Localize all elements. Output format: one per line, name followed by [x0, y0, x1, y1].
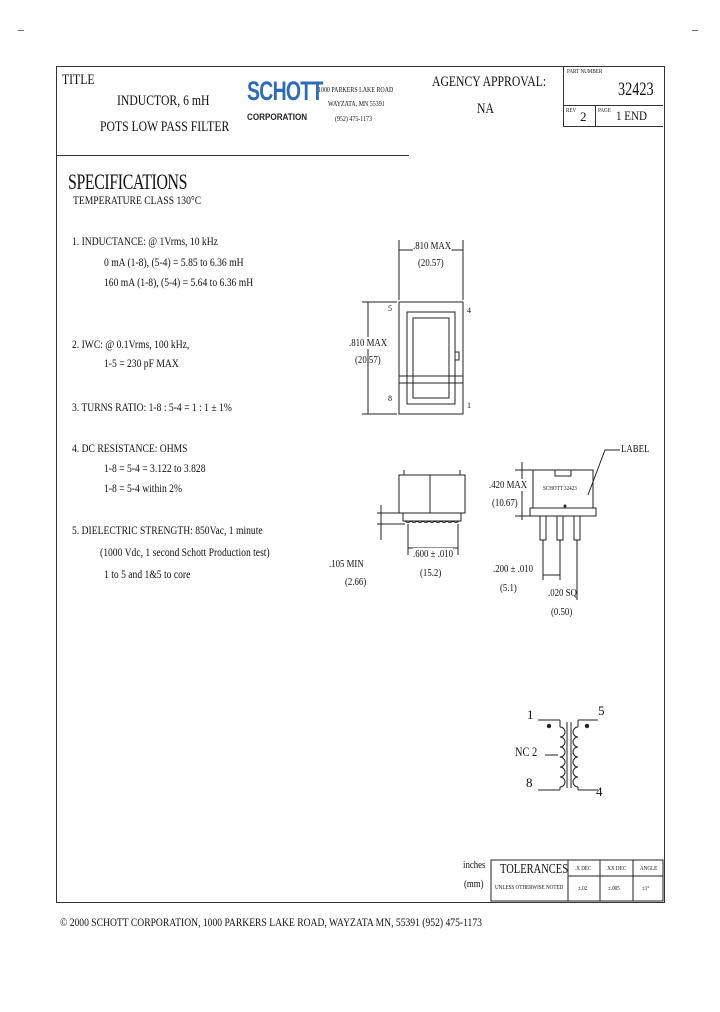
height-dim-mm: (20.57) — [355, 354, 381, 366]
drawing-frame — [56, 66, 665, 903]
pin-sq-dim: .020 SQ — [548, 587, 577, 599]
iwc-title: 2. IWC: @ 0.1Vrms, 100 kHz, — [72, 337, 190, 351]
standoff-dim: .105 MIN — [329, 558, 364, 570]
dot-pin-1 — [546, 723, 552, 729]
title-line-1: INDUCTOR, 6 mH — [117, 93, 210, 109]
inductance-line-1: 0 mA (1-8), (5-4) = 5.85 to 6.36 mH — [104, 255, 244, 269]
pin-span-dim: .600 ± .010 — [413, 548, 454, 560]
rev-page-divider — [595, 105, 596, 126]
top-view-body — [398, 301, 464, 415]
agency-value: NA — [477, 101, 494, 117]
rev-row-divider — [563, 105, 663, 106]
schematic-pin-5: 5 — [598, 703, 605, 718]
part-number-label: PART NUMBER — [567, 69, 603, 75]
specifications-heading: SPECIFICATIONS — [68, 169, 188, 194]
schematic-pin-1: 1 — [527, 707, 534, 722]
partno-divider — [563, 66, 564, 126]
pitch-mm: (5.1) — [500, 582, 517, 594]
page-label: PAGE — [598, 108, 611, 114]
address-line-2: WAYZATA, MN 55391 — [328, 100, 385, 108]
title-block-divider — [56, 155, 409, 156]
side-view — [377, 470, 466, 555]
address-line-3: (952) 475-1173 — [335, 115, 372, 123]
pin-c — [573, 515, 581, 541]
title-label: TITLE — [62, 72, 95, 88]
rev-value: 2 — [580, 109, 587, 124]
page-value: 1 END — [616, 108, 647, 123]
tolerances-title: TOLERANCES — [500, 862, 569, 877]
label-leader — [587, 449, 620, 496]
agency-label: AGENCY APPROVAL: — [432, 74, 547, 90]
pin-sq-mm: (0.50) — [551, 606, 573, 618]
label-text: SCHOTT 32423 — [543, 486, 577, 492]
pin-span-mm: (15.2) — [420, 567, 442, 579]
side-height-mm: (10.67) — [492, 497, 518, 509]
tol-col3-head: ANGLE — [640, 866, 658, 872]
top-pin-1: 1 — [467, 401, 471, 410]
dielectric-title: 5. DIELECTRIC STRENGTH: 850Vac, 1 minute — [72, 523, 263, 537]
rev-row-bottom — [563, 126, 663, 127]
secondary-coil — [572, 726, 579, 788]
schematic-diagram — [538, 719, 598, 791]
footer-copyright: © 2000 SCHOTT CORPORATION, 1000 PARKERS … — [60, 915, 482, 929]
logo-main-text: SCHOTT — [247, 76, 323, 106]
top-view — [362, 240, 464, 415]
top-view-notch — [454, 351, 460, 361]
schematic-pin-4: 4 — [596, 784, 603, 799]
part-number: 32423 — [618, 79, 654, 100]
dielectric-line-2: 1 to 5 and 1&5 to core — [104, 567, 191, 581]
top-pin-4: 4 — [467, 306, 471, 315]
tolerance-table — [490, 859, 664, 902]
standoff-mm: (2.66) — [345, 576, 367, 588]
dcr-line-1: 1-8 = 5-4 = 3.122 to 3.828 — [104, 461, 206, 475]
inductance-title: 1. INDUCTANCE: @ 1Vrms, 10 kHz — [72, 234, 218, 248]
pitch-dim: .200 ± .010 — [493, 563, 534, 575]
turns-ratio: 3. TURNS RATIO: 1-8 : 5-4 = 1 : 1 ± 1% — [72, 400, 232, 414]
schott-logo: SCHOTT — [247, 76, 352, 107]
schematic-pin-8: 8 — [526, 775, 533, 790]
logo-sub-text: CORPORATION — [247, 112, 308, 122]
top-pin-8: 8 — [388, 394, 392, 403]
pin-a — [539, 515, 547, 541]
top-view-core — [412, 317, 450, 399]
side-height-dim: .420 MAX — [489, 479, 528, 491]
width-dim: .810 MAX — [413, 240, 452, 252]
pin-b — [556, 515, 564, 541]
title-line-2: POTS LOW PASS FILTER — [100, 119, 230, 135]
schematic-nc2: NC 2 — [515, 744, 538, 759]
dcr-line-2: 1-8 = 5-4 within 2% — [104, 481, 182, 495]
end-view-notch — [554, 469, 572, 477]
tol-col2-val: ±.005 — [608, 886, 620, 892]
top-view-window — [406, 311, 456, 405]
end-view-dot — [563, 504, 567, 508]
top-pin-5: 5 — [388, 304, 392, 313]
label-callout: LABEL — [621, 443, 650, 455]
dielectric-line-1: (1000 Vdc, 1 second Schott Production te… — [100, 545, 270, 559]
rev-label: REV — [566, 108, 577, 114]
end-view — [515, 449, 620, 600]
dcr-title: 4. DC RESISTANCE: OHMS — [72, 441, 188, 455]
tol-col2-head: .XX DEC — [606, 866, 627, 872]
corner-mark-right: – — [692, 22, 698, 36]
height-dim: .810 MAX — [349, 337, 388, 349]
tolerances-subtitle: UNLESS OTHERWISE NOTED — [495, 885, 564, 891]
tol-col1-val: ±.02 — [578, 886, 588, 892]
units-mm: (mm) — [464, 878, 484, 890]
corner-mark-left: – — [18, 22, 24, 36]
side-view-body — [398, 474, 466, 514]
primary-coil — [559, 726, 566, 788]
tol-col1-head: .X DEC — [575, 866, 592, 872]
iwc-line-1: 1-5 = 230 pF MAX — [104, 356, 179, 370]
inductance-line-2: 160 mA (1-8), (5-4) = 5.64 to 6.36 mH — [104, 275, 254, 289]
tol-col3-val: ±1° — [642, 886, 650, 892]
units-inches: inches — [463, 859, 486, 871]
width-dim-mm: (20.57) — [418, 257, 444, 269]
side-view-base — [402, 512, 462, 522]
address-line-1: 1000 PARKERS LAKE ROAD — [318, 86, 394, 94]
temperature-class: TEMPERATURE CLASS 130°C — [73, 193, 202, 207]
dot-pin-5 — [584, 723, 590, 729]
end-view-base — [529, 507, 597, 517]
